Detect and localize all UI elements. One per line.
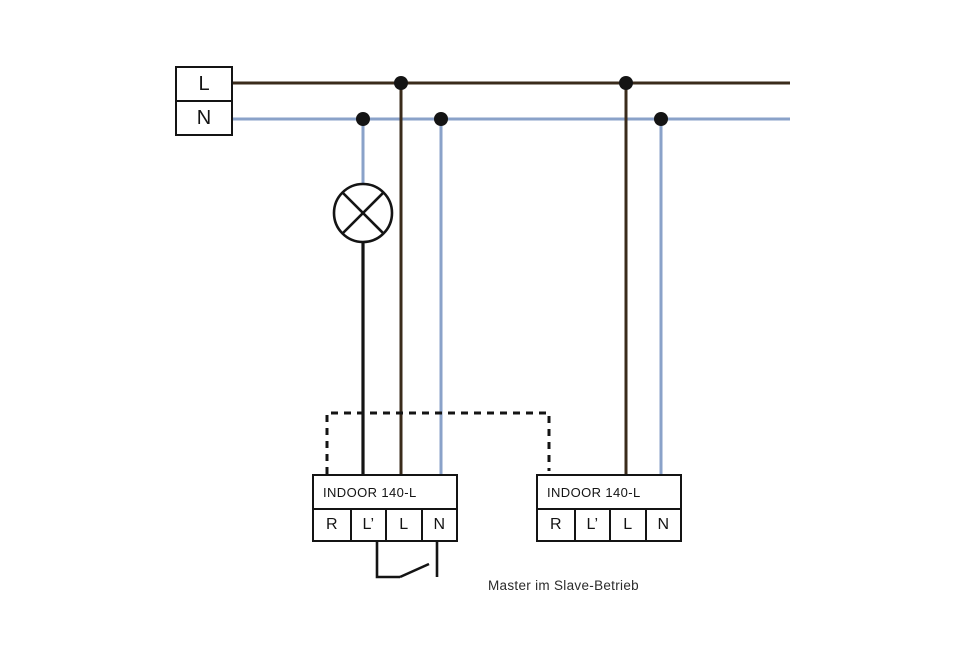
supply-box: L N: [175, 66, 233, 136]
supply-live-label: L: [198, 72, 210, 95]
terminal-l-prime: L’: [573, 510, 610, 540]
lamp-cross-line: [341, 191, 385, 235]
junction-dot: [356, 112, 370, 126]
device-box-master: INDOOR 140-L R L’ L N: [312, 474, 458, 542]
switch-icon: [375, 541, 439, 579]
device-title: INDOOR 140-L: [323, 484, 417, 500]
junction-dot: [619, 76, 633, 90]
terminal-n: N: [644, 510, 681, 540]
terminal-l: L: [385, 510, 421, 540]
junction-dot: [654, 112, 668, 126]
terminal-r: R: [325, 516, 338, 533]
diagram-caption: Master im Slave-Betrieb: [488, 578, 639, 593]
junction-dot: [394, 76, 408, 90]
lamp-icon: [332, 182, 394, 244]
switch-blade: [399, 562, 430, 579]
terminal-n: N: [420, 510, 457, 540]
device-box-slave: INDOOR 140-L R L’ L N: [536, 474, 682, 542]
terminal-l-prime: L’: [349, 510, 386, 540]
supply-neutral-label: N: [177, 100, 231, 134]
slave-control-wire: [325, 411, 551, 474]
device-title: INDOOR 140-L: [547, 484, 641, 500]
switch-left-lead: [375, 541, 400, 579]
junction-dot: [434, 112, 448, 126]
terminal-row: R L’ L N: [314, 508, 456, 540]
terminal-r: R: [549, 516, 562, 533]
terminal-l: L: [609, 510, 645, 540]
terminal-row: R L’ L N: [538, 508, 680, 540]
